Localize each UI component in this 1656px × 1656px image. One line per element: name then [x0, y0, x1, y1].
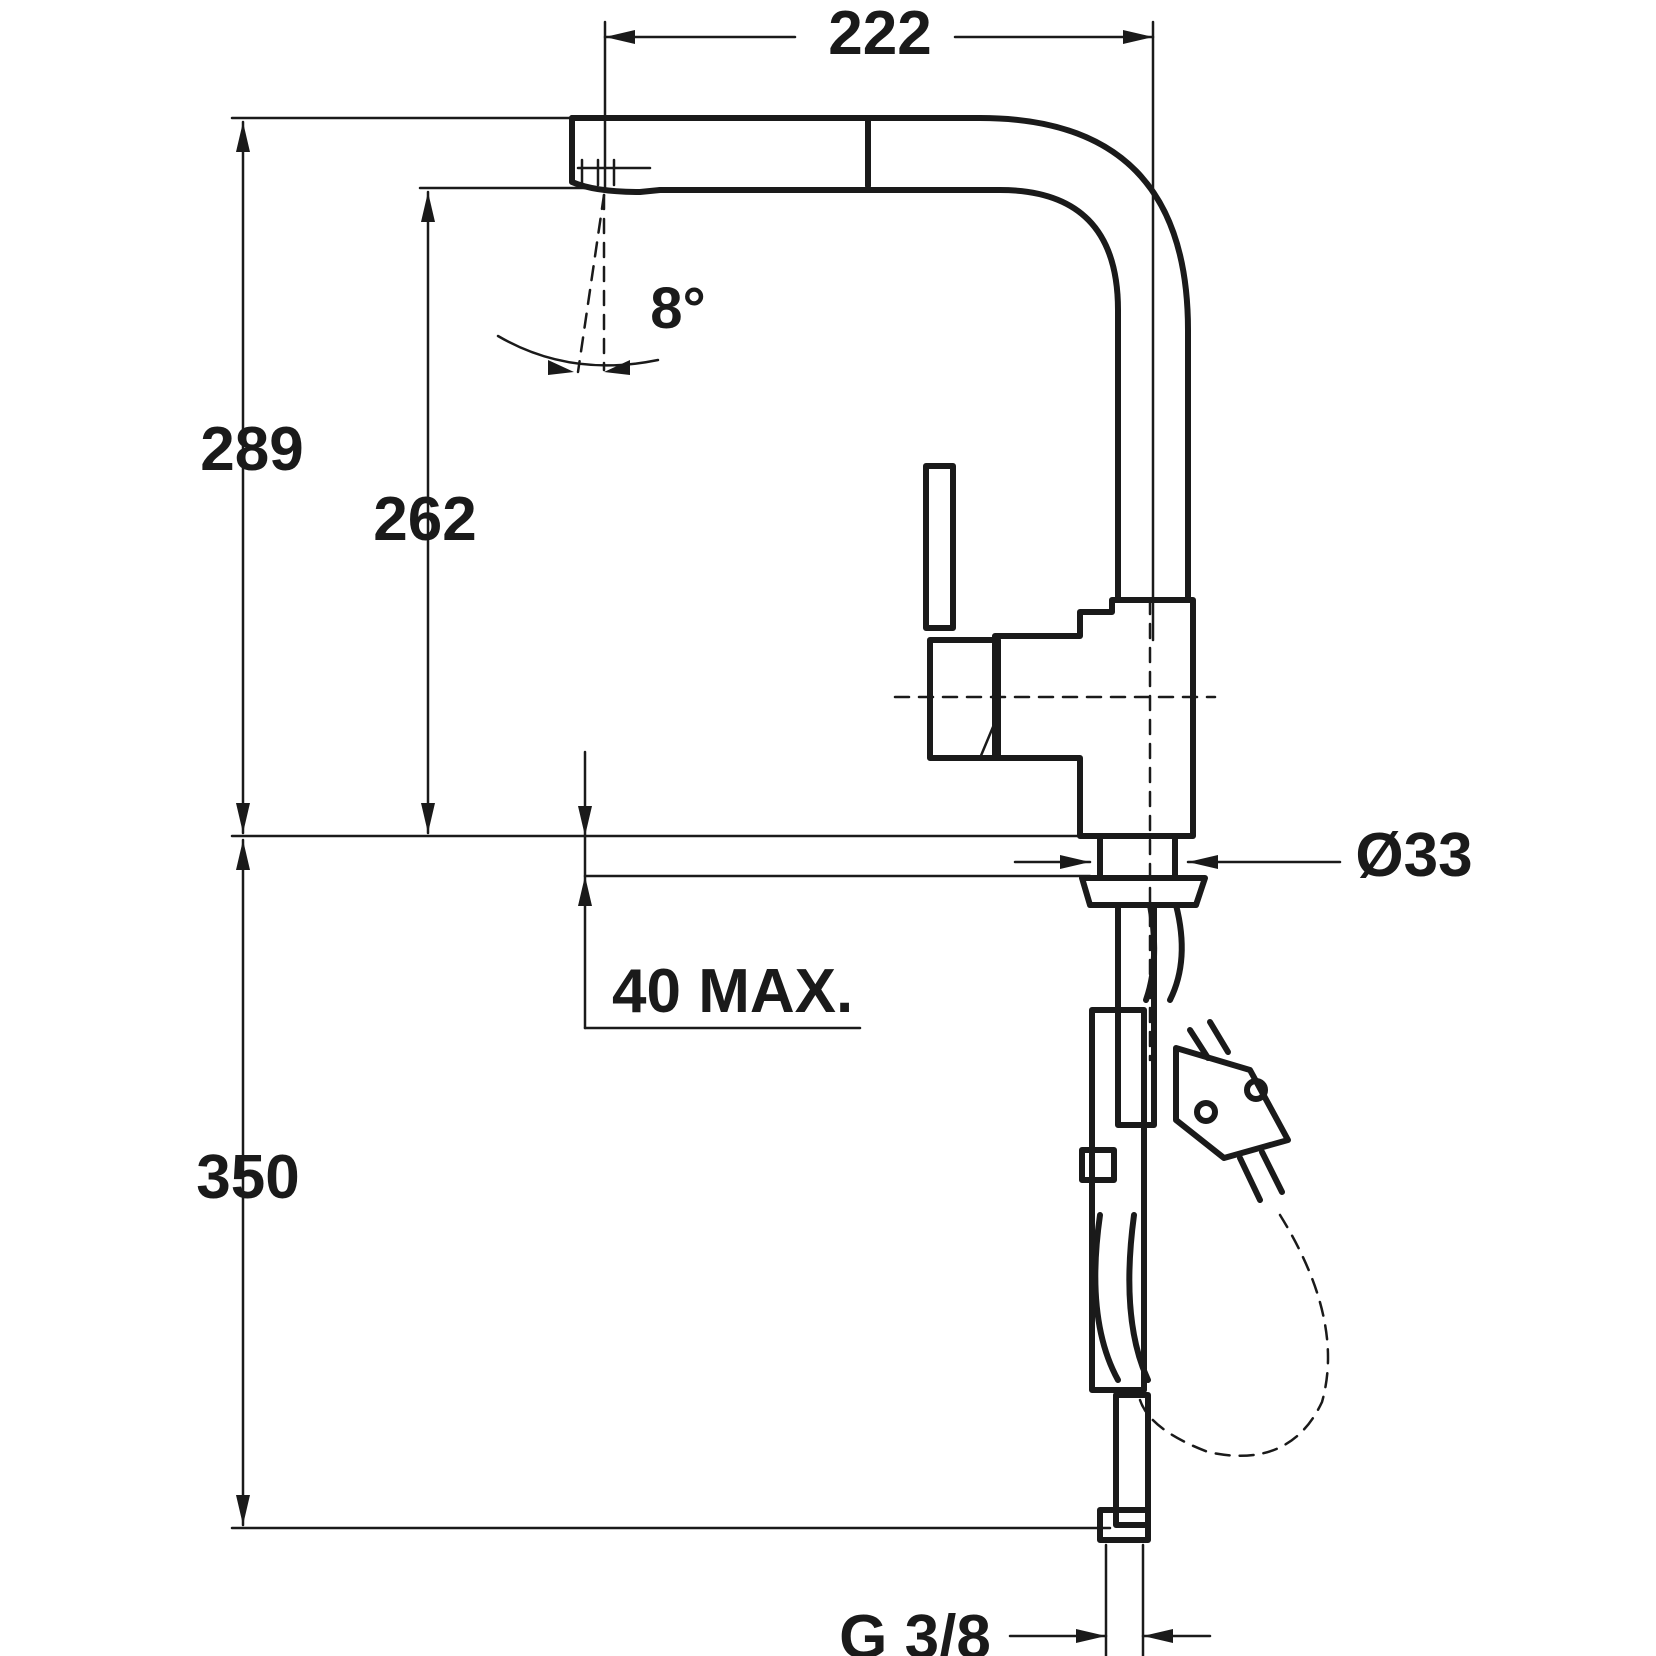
height-289-label: 289 [200, 415, 303, 484]
width-label: 222 [828, 0, 931, 68]
connection-label: G 3/8 [839, 1603, 991, 1656]
dimension-diameter: Ø33 [1013, 821, 1473, 890]
hose-length-label: 350 [196, 1143, 299, 1212]
diameter-label: Ø33 [1355, 821, 1472, 890]
counterweight-assembly [1138, 1019, 1330, 1457]
dimension-width: 222 [603, 0, 1155, 642]
tilt-label: 8° [650, 276, 705, 341]
dimension-height-262: 262 [373, 186, 592, 835]
mounting-assembly [1079, 835, 1208, 1543]
dimension-height-289: 289 [200, 116, 577, 835]
dimension-deck-thickness: 40 MAX. [578, 750, 1092, 1030]
deck-thickness-label: 40 MAX. [612, 957, 853, 1026]
dimension-tilt: 8° [496, 193, 706, 375]
dimension-hose-length: 350 [196, 838, 1112, 1530]
height-262-label: 262 [373, 485, 476, 554]
faucet-body [893, 463, 1217, 1062]
faucet-spout [569, 115, 1191, 603]
dimension-connection: G 3/8 [839, 1543, 1212, 1656]
